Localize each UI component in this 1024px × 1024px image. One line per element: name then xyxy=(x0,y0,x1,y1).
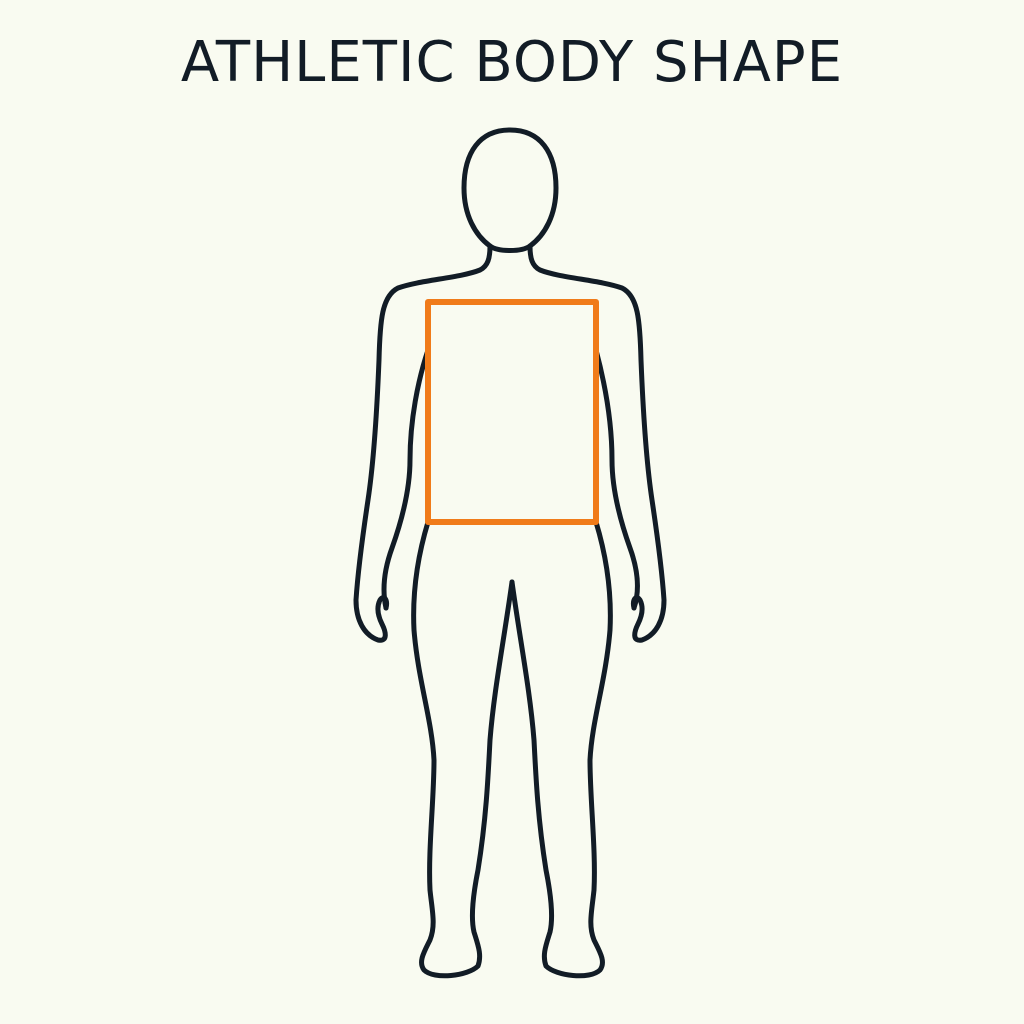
arm-right-inner xyxy=(593,347,640,611)
head-outline xyxy=(461,127,559,253)
rectangle-shape-highlight xyxy=(425,299,599,525)
leg-left-outer xyxy=(411,519,515,979)
arm-left-inner xyxy=(381,347,431,611)
page-title: ATHLETIC BODY SHAPE xyxy=(180,30,844,95)
body-outline-right-outer xyxy=(527,243,667,643)
leg-right-outer xyxy=(509,519,613,979)
body-outline-left-outer xyxy=(353,243,493,643)
